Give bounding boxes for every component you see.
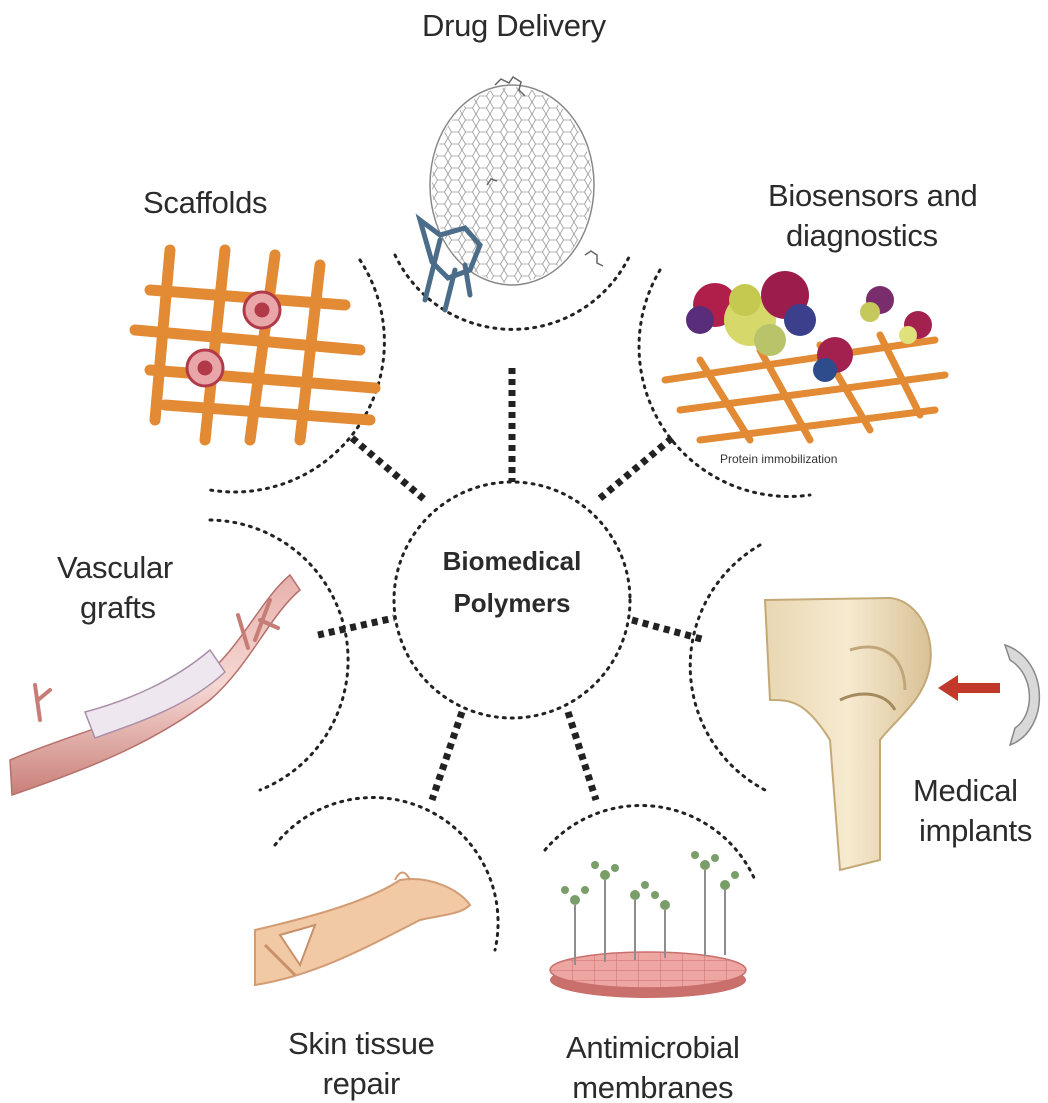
label-vascular: Vascular grafts bbox=[57, 548, 173, 628]
connector-scaffolds bbox=[352, 438, 425, 500]
label-protein-immobilization: Protein immobilization bbox=[720, 452, 837, 466]
connector-vascular bbox=[318, 618, 394, 635]
connector-skin bbox=[432, 712, 462, 800]
label-skin-repair: Skin tissue repair bbox=[288, 1024, 435, 1103]
biosensors-illustration bbox=[665, 271, 945, 440]
label-skin-line1: Skin tissue bbox=[288, 1024, 435, 1064]
scaffolds-illustration bbox=[135, 250, 375, 440]
label-antimicrobial-line2: membranes bbox=[566, 1068, 740, 1103]
label-drug-delivery: Drug Delivery bbox=[422, 6, 606, 46]
skin-repair-illustration bbox=[255, 873, 470, 986]
label-medical-implants: Medical implants bbox=[913, 771, 1032, 851]
connector-medical bbox=[632, 620, 705, 640]
label-scaffolds: Scaffolds bbox=[143, 183, 267, 223]
label-medical-line1: Medical bbox=[913, 771, 1032, 811]
connector-antimicrobial bbox=[568, 712, 596, 800]
center-label-line1: Biomedical bbox=[402, 540, 622, 582]
label-antimicrobial: Antimicrobial membranes bbox=[566, 1028, 740, 1103]
label-biosensors: Biosensors and diagnostics bbox=[768, 176, 978, 256]
center-label: Biomedical Polymers bbox=[402, 540, 622, 624]
label-skin-line2: repair bbox=[288, 1064, 435, 1103]
label-vascular-line2: grafts bbox=[57, 588, 173, 628]
arc-medical bbox=[690, 545, 765, 790]
arc-antimicrobial bbox=[545, 805, 755, 880]
label-medical-line2: implants bbox=[913, 811, 1032, 851]
connector-biosensors bbox=[598, 438, 672, 500]
label-biosensors-line2: diagnostics bbox=[768, 216, 978, 256]
drug-delivery-illustration bbox=[420, 77, 603, 310]
label-vascular-line1: Vascular bbox=[57, 548, 173, 588]
antimicrobial-illustration bbox=[550, 851, 746, 998]
label-antimicrobial-line1: Antimicrobial bbox=[566, 1028, 740, 1068]
label-biosensors-line1: Biosensors and bbox=[768, 176, 978, 216]
center-label-line2: Polymers bbox=[402, 582, 622, 624]
